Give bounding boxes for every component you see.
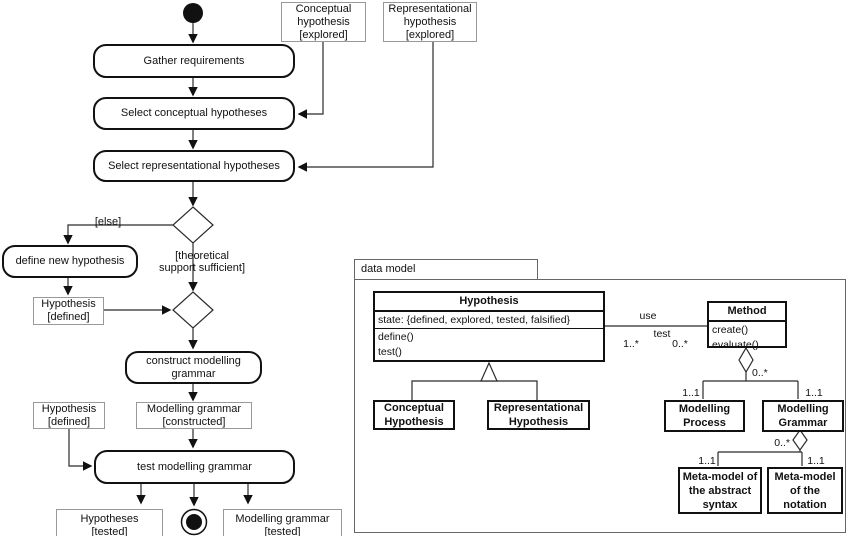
class-hypothesis: Hypothesis state: {defined, explored, te… — [373, 291, 605, 362]
multiplicity-notation-1-1: 1..1 — [807, 455, 825, 467]
edge-generalization-branches — [411, 380, 538, 400]
action-gather-requirements: Gather requirements — [93, 44, 295, 78]
multiplicity-process-1-1: 1..1 — [682, 387, 700, 399]
edge-decision1-else-to-define-new — [63, 224, 173, 245]
multiplicity-hypothesis-1-star: 1..* — [623, 338, 639, 350]
decision-diamond-1 — [172, 206, 214, 244]
edge-hypothesis-defined2-to-test — [68, 429, 93, 471]
edge-representational-object-to-select-representational — [297, 42, 434, 172]
generalization-triangle-icon — [480, 361, 498, 382]
association-label-use: use — [639, 310, 657, 322]
class-metamodel-notation: Meta-model of the notation — [767, 467, 843, 514]
action-test-modelling-grammar: test modelling grammar — [94, 450, 295, 484]
guard-else: [else] — [94, 216, 122, 228]
decision-diamond-2 — [172, 291, 214, 329]
class-modelling-grammar: Modelling Grammar — [762, 400, 844, 432]
method-aggregation-diamond-icon — [738, 346, 754, 374]
multiplicity-method-aggregation-0-star: 0..* — [752, 367, 768, 379]
object-modelling-grammar-tested: Modelling grammar [tested] — [223, 509, 342, 536]
object-modelling-grammar-constructed: Modelling grammar [constructed] — [136, 402, 252, 429]
guard-theoretical-support-sufficient: [theoretical support sufficient] — [158, 250, 245, 274]
class-hypothesis-attributes: state: {defined, explored, tested, falsi… — [375, 312, 603, 329]
frame-data-model — [354, 279, 846, 533]
object-hypotheses-tested: Hypotheses [tested] — [56, 509, 163, 536]
class-metamodel-abstract-syntax: Meta-model of the abstract syntax — [678, 467, 762, 514]
class-representational-hypothesis: Representational Hypothesis — [487, 400, 590, 430]
object-hypothesis-defined-2: Hypothesis [defined] — [33, 402, 105, 429]
object-conceptual-hypothesis-explored: Conceptual hypothesis [explored] — [281, 2, 366, 42]
multiplicity-abstract-syntax-1-1: 1..1 — [698, 455, 716, 467]
multiplicity-grammar-1-1: 1..1 — [805, 387, 823, 399]
final-node-icon — [186, 514, 202, 530]
grammar-aggregation-diamond-icon — [792, 428, 808, 452]
class-conceptual-hypothesis: Conceptual Hypothesis — [373, 400, 455, 430]
multiplicity-grammar-aggregation-0-star: 0..* — [774, 437, 790, 449]
action-select-representational-hypotheses: Select representational hypotheses — [93, 150, 295, 182]
frame-tab-data-model: data model — [354, 259, 538, 280]
class-method-name: Method — [709, 303, 785, 322]
class-method: Method create() evaluate() — [707, 301, 787, 351]
class-hypothesis-name: Hypothesis — [375, 293, 603, 312]
class-hypothesis-operations: define() test() — [378, 331, 414, 358]
object-hypothesis-defined-1: Hypothesis [defined] — [33, 297, 104, 325]
action-select-conceptual-hypotheses: Select conceptual hypotheses — [93, 97, 295, 130]
class-modelling-process: Modelling Process — [664, 400, 745, 432]
object-representational-hypothesis-explored: Representational hypothesis [explored] — [383, 2, 477, 42]
initial-node-icon — [183, 3, 203, 23]
class-method-operations: create() evaluate() — [712, 324, 759, 351]
edge-conceptual-object-to-select-conceptual — [297, 42, 324, 119]
multiplicity-method-0-star: 0..* — [672, 338, 688, 350]
association-label-test: test — [653, 328, 671, 340]
action-define-new-hypothesis: define new hypothesis — [2, 245, 138, 278]
edge-method-aggregation-branches — [702, 372, 799, 399]
action-construct-modelling-grammar: construct modelling grammar — [125, 351, 262, 384]
